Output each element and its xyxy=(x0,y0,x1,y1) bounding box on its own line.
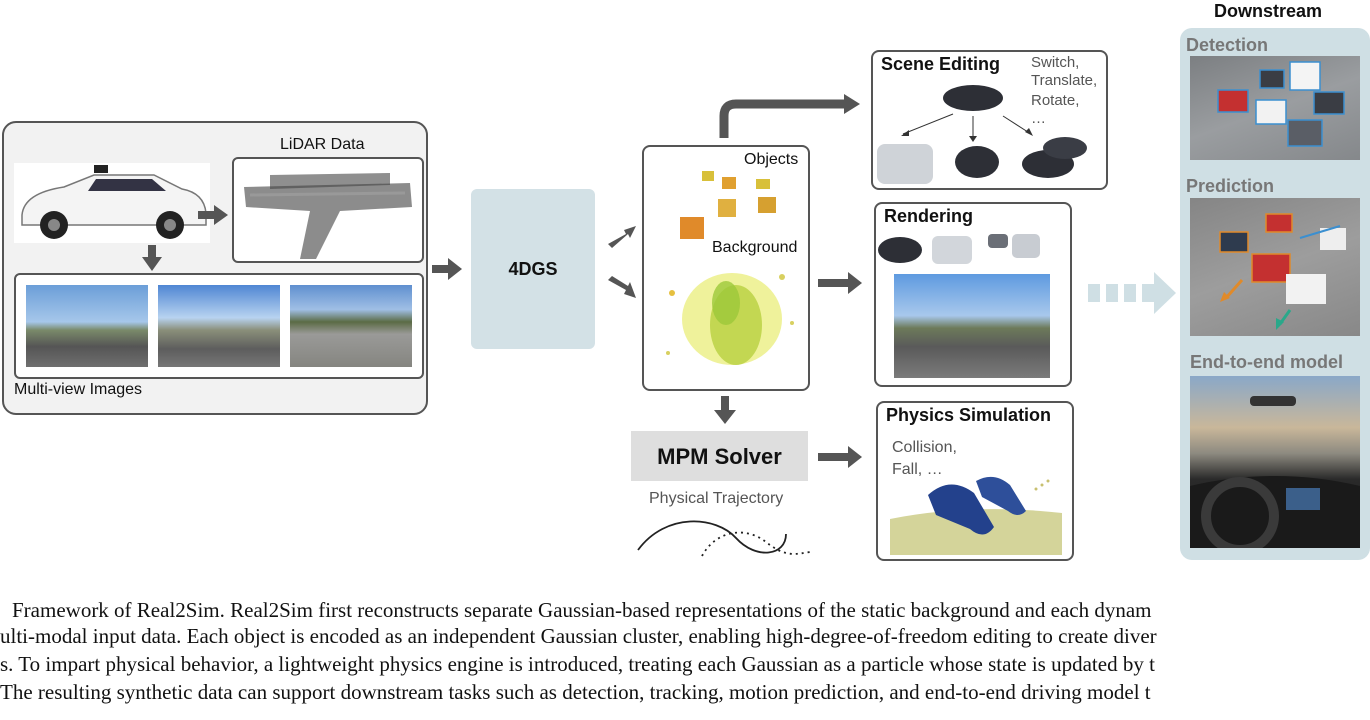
rendering-box: Rendering xyxy=(874,202,1072,387)
scene-editing-op-1: Switch, xyxy=(1031,54,1080,71)
physics-simulation-box: Physics Simulation Collision, Fall, … xyxy=(876,401,1074,561)
4dgs-box: 4DGS xyxy=(471,189,595,349)
physics-collision-image xyxy=(890,476,1062,555)
detection-image xyxy=(1190,56,1360,160)
trajectory-curves xyxy=(637,520,811,557)
camera-view-1-image xyxy=(26,285,148,367)
waymo-car-image xyxy=(14,163,210,243)
scene-editing-op-4: … xyxy=(1031,110,1046,127)
arrow-to-mpm xyxy=(714,396,736,424)
arrow-4dgs-to-objects xyxy=(608,226,636,248)
caption-line-4: The resulting synthetic data can support… xyxy=(0,680,1151,704)
caption-line-3: s. To impart physical behavior, a lightw… xyxy=(0,652,1155,676)
end-to-end-label: End-to-end model xyxy=(1190,352,1343,372)
arrow-car-to-images xyxy=(142,245,162,271)
lidar-label: LiDAR Data xyxy=(280,136,365,153)
rendering-title: Rendering xyxy=(884,206,974,226)
decomposition-box: Objects Background xyxy=(642,145,810,391)
4dgs-label: 4DGS xyxy=(508,259,558,279)
arrow-4dgs-to-background xyxy=(608,276,636,298)
arrow-to-scene-editing xyxy=(719,94,860,138)
object-gaussian-clusters-image xyxy=(680,171,776,239)
physical-trajectory-label: Physical Trajectory xyxy=(649,490,784,507)
multiview-label: Multi-view Images xyxy=(14,381,143,398)
lidar-point-cloud-image xyxy=(240,167,416,261)
scene-editing-op-3: Rotate, xyxy=(1031,92,1080,109)
arrow-car-to-lidar xyxy=(198,205,228,225)
arrow-to-downstream xyxy=(1088,272,1176,314)
rendered-cars-image xyxy=(878,234,1040,264)
arrow-to-physics xyxy=(818,446,862,468)
camera-view-2-image xyxy=(158,285,280,367)
multiview-box xyxy=(14,273,424,379)
detection-label: Detection xyxy=(1186,35,1269,55)
caption-line-2: ulti-modal input data. Each object is en… xyxy=(0,624,1157,648)
arrow-to-rendering xyxy=(818,272,862,294)
scene-editing-op-2: Translate, xyxy=(1031,72,1098,89)
downstream-title: Downstream xyxy=(1214,1,1323,21)
input-panel: LiDAR Data Multi-view Images xyxy=(2,121,428,415)
prediction-label: Prediction xyxy=(1186,176,1275,196)
downstream-panel: Detection Prediction End-to-end model xyxy=(1180,28,1370,560)
mpm-solver-box: MPM Solver xyxy=(631,431,808,481)
physics-line-2: Fall, … xyxy=(892,461,943,478)
end-to-end-image xyxy=(1190,376,1360,548)
objects-label: Objects xyxy=(744,151,799,168)
background-label: Background xyxy=(712,239,798,256)
scene-editing-title: Scene Editing xyxy=(881,54,1001,74)
rendered-street-image xyxy=(894,274,1050,378)
background-gaussian-cloud-image xyxy=(666,273,794,365)
scene-editing-box: Scene Editing Switch, Translate, Rotate,… xyxy=(871,50,1108,190)
prediction-image xyxy=(1190,198,1360,336)
lidar-box xyxy=(232,157,424,263)
physics-simulation-title: Physics Simulation xyxy=(886,405,1052,425)
scene-editing-cars-image xyxy=(877,85,1087,184)
arrow-input-to-4dgs xyxy=(432,258,462,280)
camera-view-3-image xyxy=(290,285,412,367)
mpm-solver-label: MPM Solver xyxy=(657,444,782,469)
caption-line-1: Framework of Real2Sim. Real2Sim first re… xyxy=(12,598,1152,622)
physics-line-1: Collision, xyxy=(892,439,957,456)
